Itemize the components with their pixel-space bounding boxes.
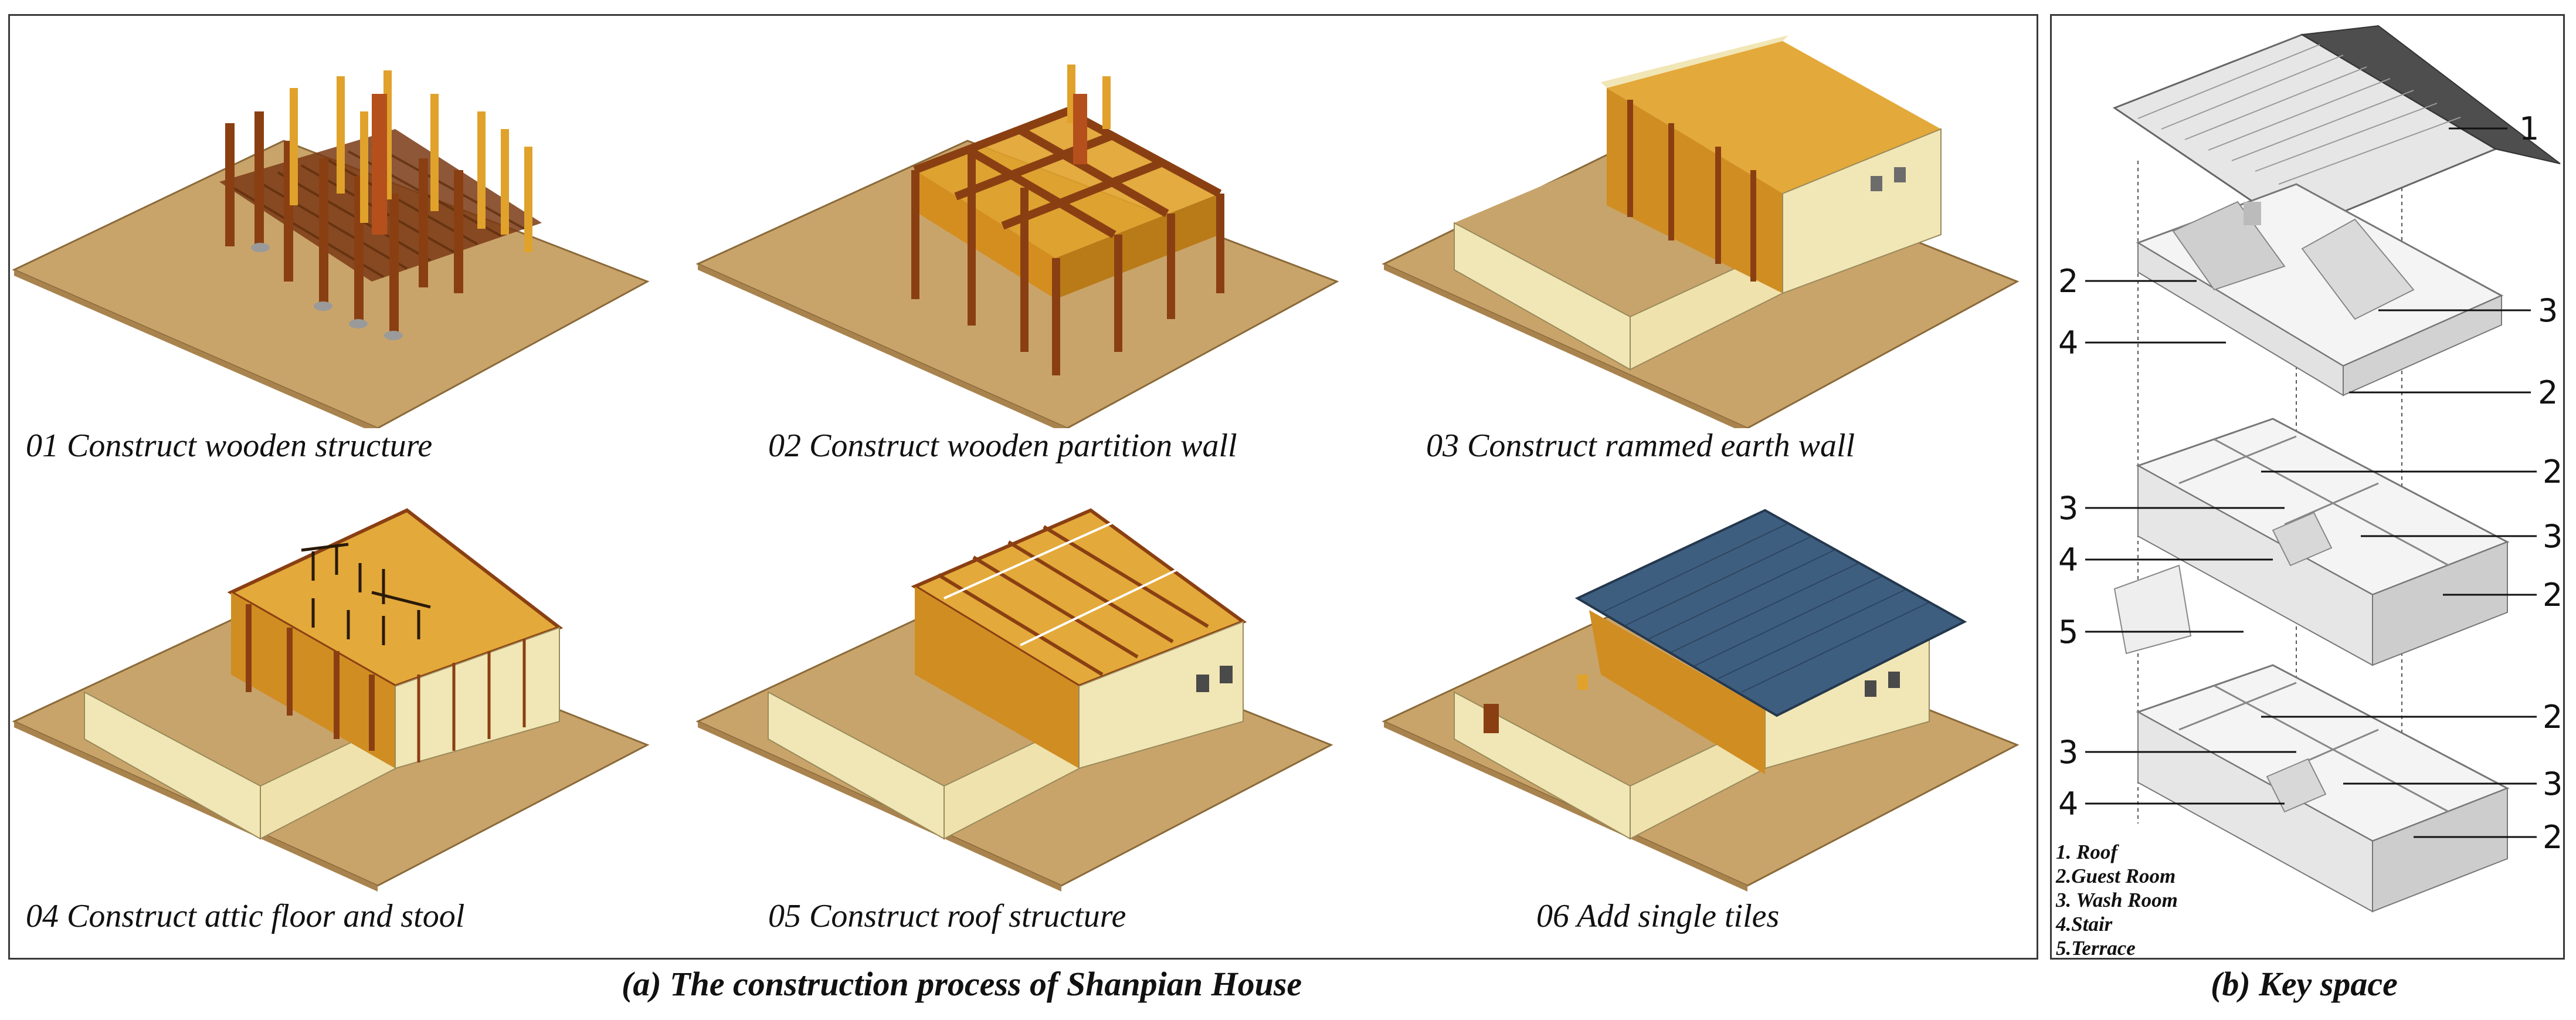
step-02-label: 02 Construct wooden partition wall <box>768 428 1237 464</box>
legend-stair: 4.Stair <box>2056 913 2113 936</box>
attic-model <box>2136 183 2504 397</box>
first-floor-model <box>2136 664 2510 913</box>
key-space-exploded-view: 1 2 4 3 2 2 3 3 4 2 5 2 3 3 4 2 <box>2058 25 2563 913</box>
step-04-label: 04 Construct attic floor and stool <box>26 898 465 934</box>
panel-a-caption: (a) The construction process of Shanpian… <box>622 965 1302 1003</box>
step-03-label: 03 Construct rammed earth wall <box>1426 428 1855 464</box>
step-06-label: 06 Add single tiles <box>1536 898 1780 934</box>
panel-b-caption: (b) Key space <box>2211 965 2398 1003</box>
callout-attic-guest-right: 2 <box>2538 374 2558 411</box>
legend-terrace: 5.Terrace <box>2056 937 2136 960</box>
callout-f1-wash-right: 3 <box>2543 765 2563 802</box>
step-02-illustration <box>695 65 1339 428</box>
step-03-illustration <box>1382 35 2020 428</box>
step-06-illustration <box>1382 509 2020 892</box>
step-04-illustration <box>12 508 650 892</box>
callout-attic-wash: 3 <box>2538 292 2558 329</box>
callout-f2-wash-right: 3 <box>2543 518 2563 555</box>
step-05-label: 05 Construct roof structure <box>768 898 1126 934</box>
callout-f1-guest-top: 2 <box>2543 699 2563 736</box>
legend-guest-room: 2.Guest Room <box>2056 865 2176 887</box>
callout-f2-guest-right: 2 <box>2543 577 2563 614</box>
step-01-illustration <box>12 70 650 428</box>
callout-f2-wash-left: 3 <box>2058 490 2078 527</box>
step-01-label: 01 Construct wooden structure <box>26 428 433 464</box>
callout-f2-terrace: 5 <box>2058 614 2078 650</box>
legend-wash-room: 3. Wash Room <box>2056 889 2178 911</box>
callout-attic-guest-left: 2 <box>2058 263 2078 300</box>
callout-attic-stair: 4 <box>2058 324 2078 361</box>
callout-f2-stair: 4 <box>2058 541 2078 578</box>
callout-roof: 1 <box>2519 110 2539 147</box>
key-space-legend: 1. Roof 2.Guest Room 3. Wash Room 4.Stai… <box>2056 840 2178 960</box>
callout-f1-stair: 4 <box>2058 785 2078 822</box>
callout-f1-guest-right: 2 <box>2543 819 2563 856</box>
callout-f2-guest-top: 2 <box>2543 453 2563 490</box>
legend-roof: 1. Roof <box>2056 841 2117 863</box>
second-floor-model <box>2113 418 2510 666</box>
step-05-illustration <box>695 508 1333 892</box>
callout-f1-wash-left: 3 <box>2058 734 2078 771</box>
